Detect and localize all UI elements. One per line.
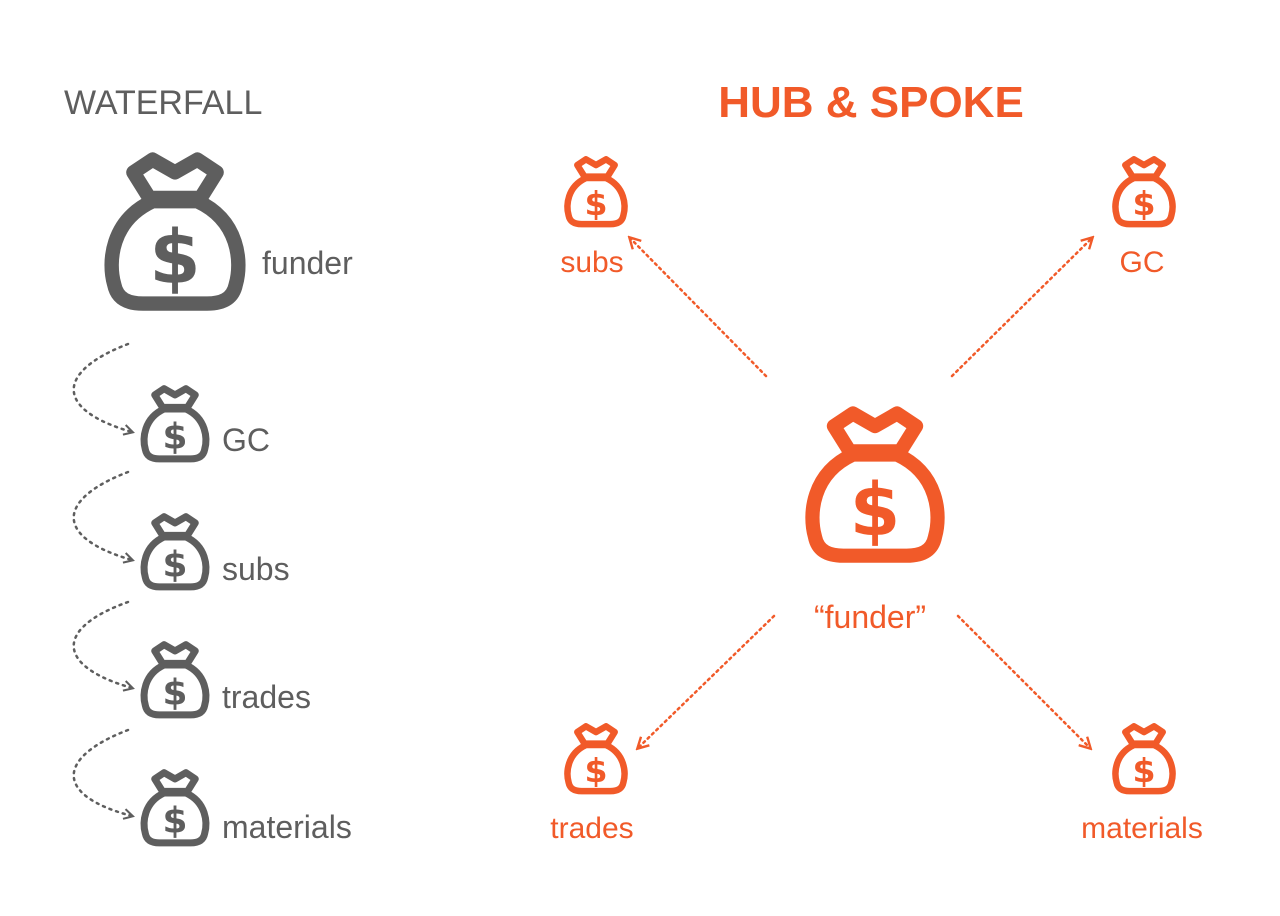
waterfall-title: WATERFALL [64, 84, 262, 122]
hub-funder-label: “funder” [814, 599, 926, 635]
hub-funder-bag-icon [812, 413, 937, 555]
subs-spoke-bag-icon [567, 159, 624, 224]
funder-bag-icon [112, 160, 239, 304]
materials-spoke-bag-icon [1115, 726, 1172, 791]
waterfall-tier-label: subs [222, 551, 290, 587]
trades-spoke-bag-icon [567, 726, 624, 791]
funder-label: funder [262, 245, 353, 281]
materials-bag-icon [144, 773, 206, 843]
hub-spoke-title: HUB & SPOKE [718, 78, 1024, 127]
spoke-label-gc: GC [1120, 246, 1165, 279]
spoke-label-materials: materials [1081, 812, 1203, 845]
waterfall-tier-label: GC [222, 422, 270, 458]
gc-spoke-bag-icon [1115, 159, 1172, 224]
spoke-label-subs: subs [560, 246, 623, 279]
hub-spoke-section: HUB & SPOKE “funder” subs GC trades mat [550, 78, 1203, 845]
waterfall-arrow-3 [72, 600, 132, 688]
waterfall-tier-label: trades [222, 679, 311, 715]
gc-bag-icon [144, 389, 206, 459]
spoke-arrow-trades [638, 614, 776, 748]
spoke-arrow-gc [950, 238, 1092, 378]
waterfall-section: WATERFALL funder GC subs trades material… [64, 84, 353, 845]
waterfall-arrow-2 [72, 470, 132, 560]
waterfall-arrow-4 [72, 728, 132, 816]
waterfall-arrow-1 [72, 342, 132, 432]
waterfall-tier-label: materials [222, 809, 352, 845]
spoke-arrow-subs [630, 238, 768, 378]
trades-bag-icon [144, 645, 206, 715]
spoke-label-trades: trades [550, 812, 633, 845]
spoke-arrow-materials [956, 614, 1090, 748]
subs-bag-icon [144, 517, 206, 587]
